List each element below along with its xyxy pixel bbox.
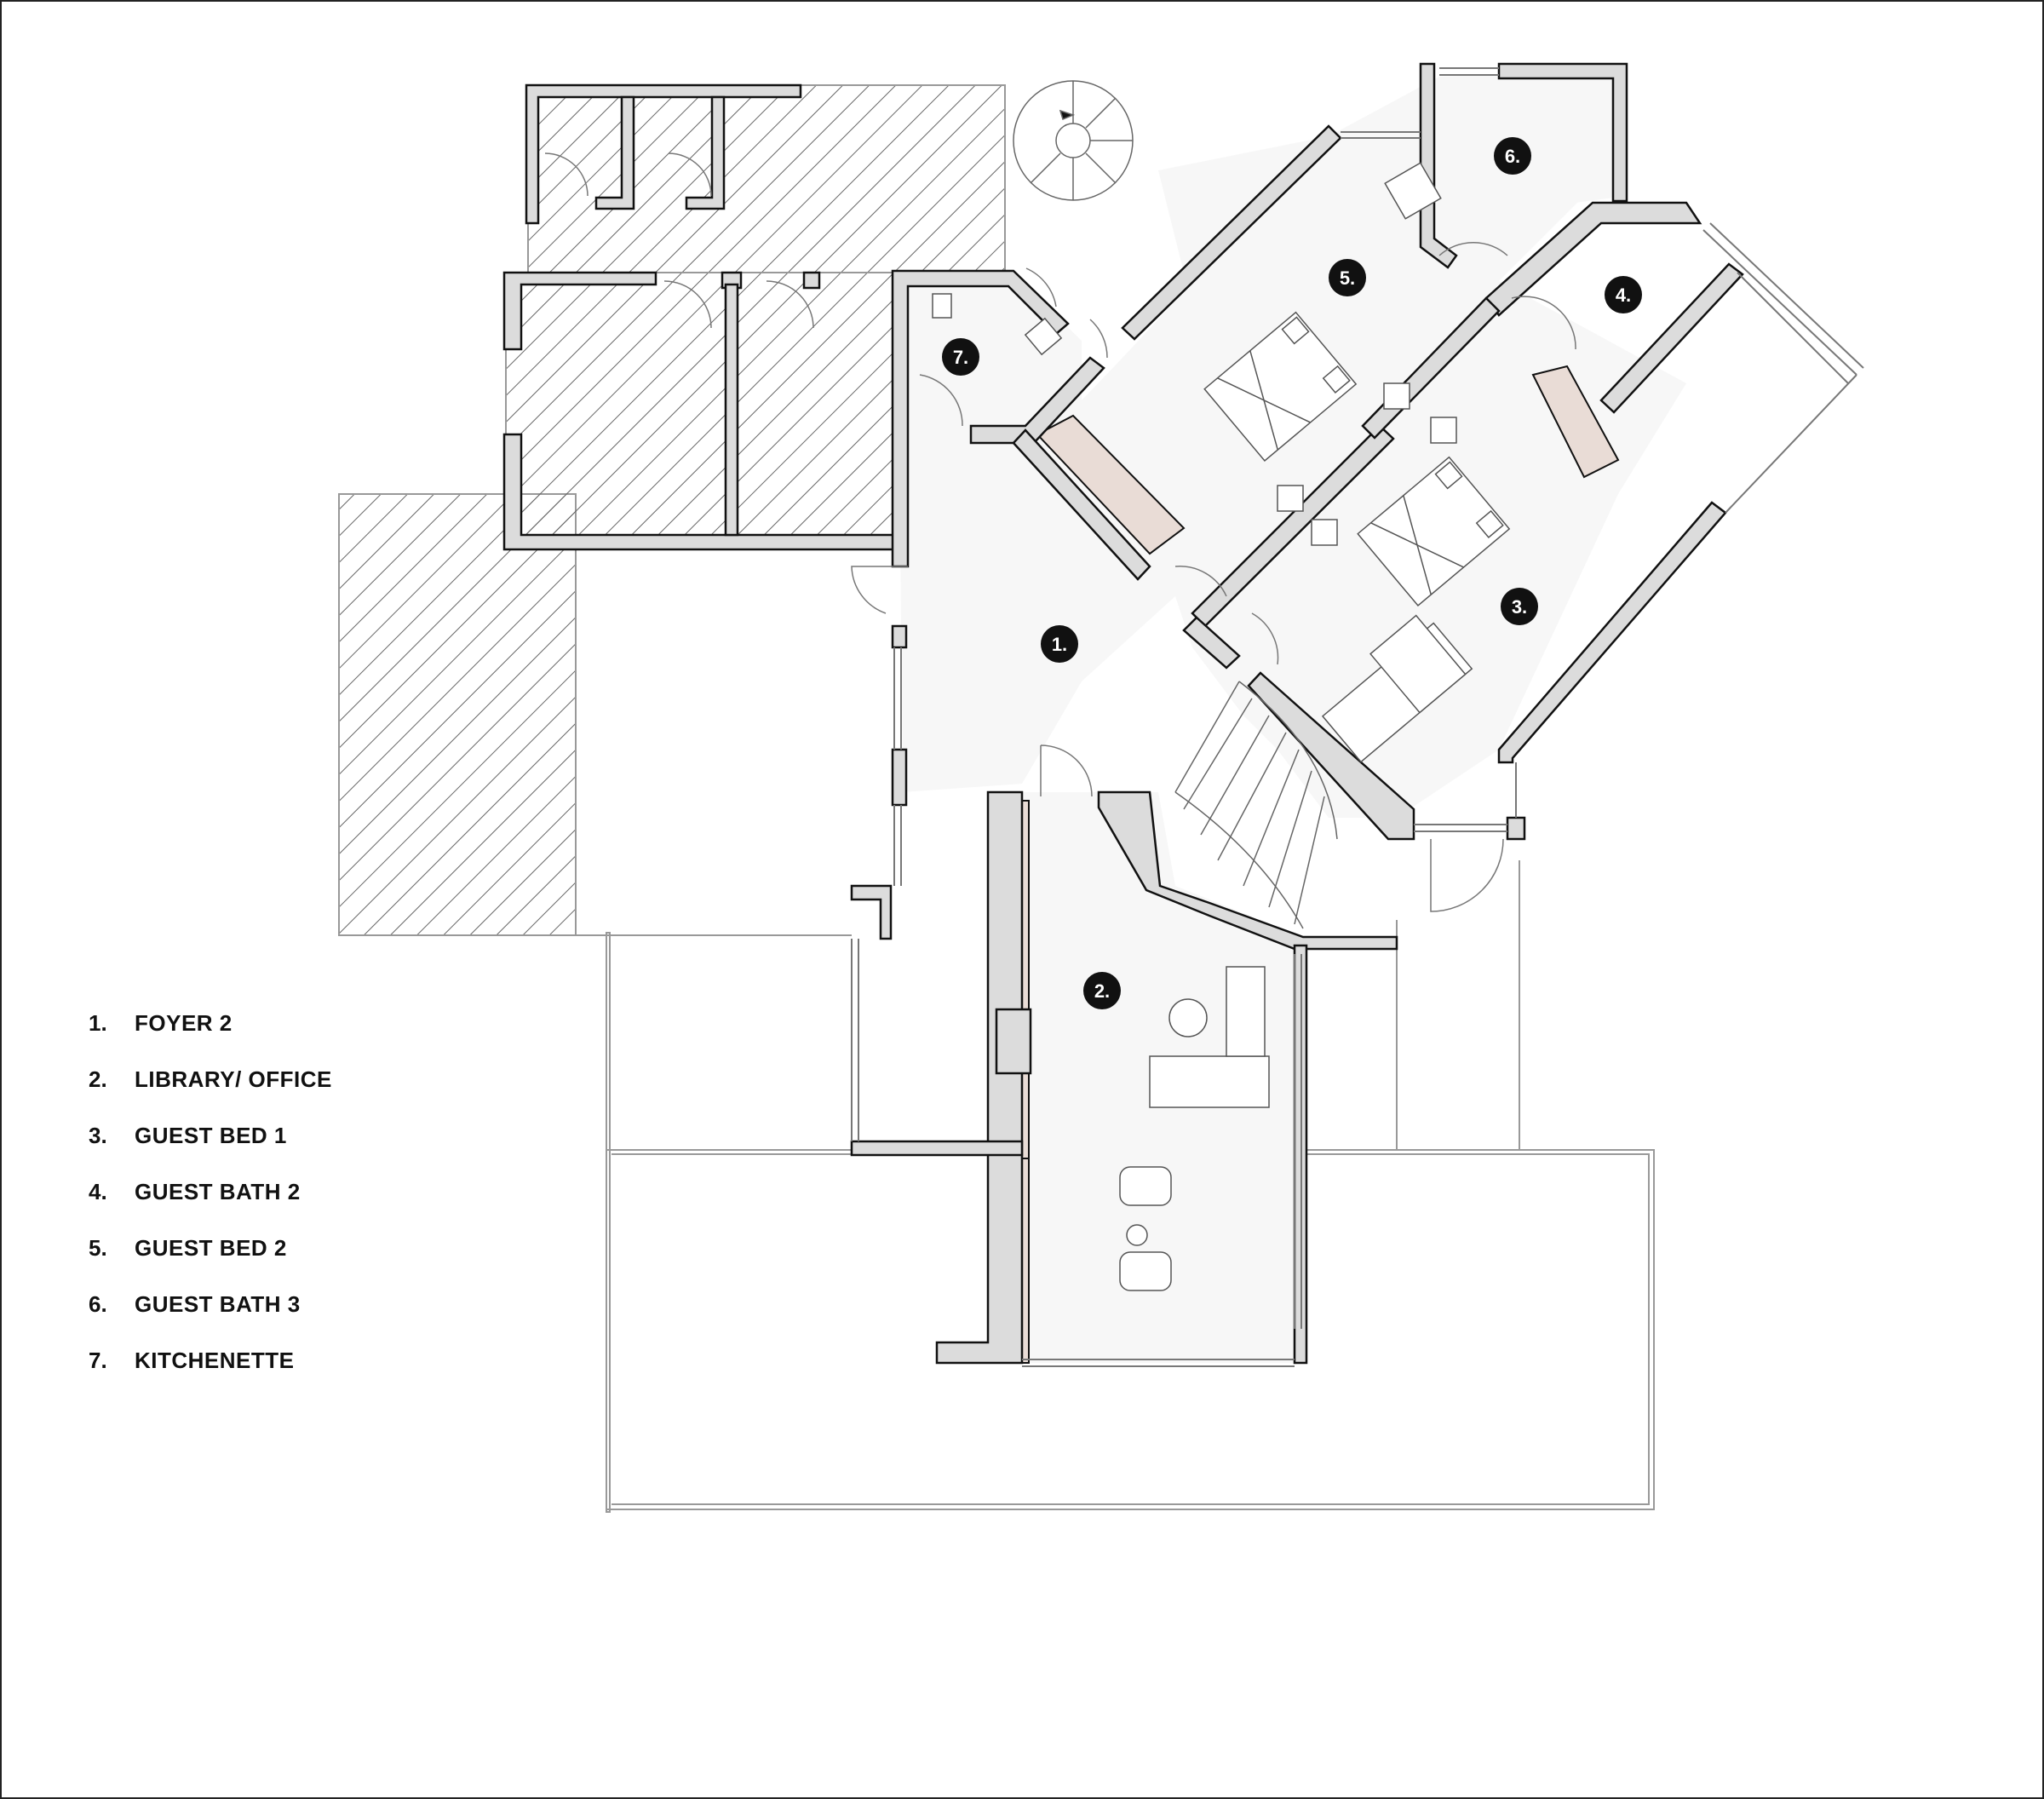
room-tag-1-text: 1. <box>1052 634 1067 655</box>
legend-label: GUEST BATH 2 <box>135 1178 301 1204</box>
windows <box>851 67 1864 1367</box>
room-tag-4-text: 4. <box>1616 285 1631 306</box>
walls <box>502 62 1744 1365</box>
legend-item: 3. GUEST BED 1 <box>89 1107 332 1164</box>
legend-label: GUEST BATH 3 <box>135 1290 301 1317</box>
legend-item: 1. FOYER 2 <box>89 995 332 1051</box>
room-tag-5: 5. <box>1329 259 1366 296</box>
spiral-staircase <box>1013 80 1134 201</box>
legend-label: FOYER 2 <box>135 1009 233 1036</box>
room-tag-2-text: 2. <box>1094 980 1110 1002</box>
legend-label: LIBRARY/ OFFICE <box>135 1066 332 1092</box>
room-tag-7: 7. <box>942 338 979 376</box>
staircase <box>1174 681 1338 929</box>
legend-item: 5. GUEST BED 2 <box>89 1220 332 1276</box>
legend-item: 4. GUEST BATH 2 <box>89 1164 332 1220</box>
legend-label: GUEST BED 2 <box>135 1234 287 1261</box>
room-tag-6-text: 6. <box>1505 146 1520 167</box>
room-tag-1: 1. <box>1041 625 1078 663</box>
legend-label: KITCHENETTE <box>135 1347 295 1373</box>
legend-number: 5. <box>89 1234 107 1261</box>
room-tag-7-text: 7. <box>953 347 968 368</box>
door-swings <box>544 152 1576 912</box>
legend-item: 7. KITCHENETTE <box>89 1332 332 1388</box>
room-tags: 1. 2. 3. 4. 5. 6. 7. <box>942 137 1642 1009</box>
room-legend: 1. FOYER 2 2. LIBRARY/ OFFICE 3. GUEST B… <box>89 995 332 1388</box>
room-tag-3-text: 3. <box>1512 596 1527 618</box>
legend-number: 1. <box>89 1009 107 1036</box>
legend-number: 2. <box>89 1066 107 1092</box>
legend-label: GUEST BED 1 <box>135 1122 287 1148</box>
legend-number: 6. <box>89 1290 107 1317</box>
furniture <box>932 162 1511 1291</box>
legend-number: 7. <box>89 1347 107 1373</box>
legend-number: 3. <box>89 1122 107 1148</box>
legend-number: 4. <box>89 1178 107 1204</box>
room-tag-2: 2. <box>1083 972 1121 1009</box>
room-tag-6: 6. <box>1494 137 1531 175</box>
room-tag-4: 4. <box>1605 276 1642 313</box>
room-tag-3: 3. <box>1501 588 1538 625</box>
legend-item: 2. LIBRARY/ OFFICE <box>89 1051 332 1107</box>
room-tag-5-text: 5. <box>1340 267 1355 289</box>
legend-item: 6. GUEST BATH 3 <box>89 1276 332 1332</box>
hatched-deck-left <box>338 493 852 936</box>
